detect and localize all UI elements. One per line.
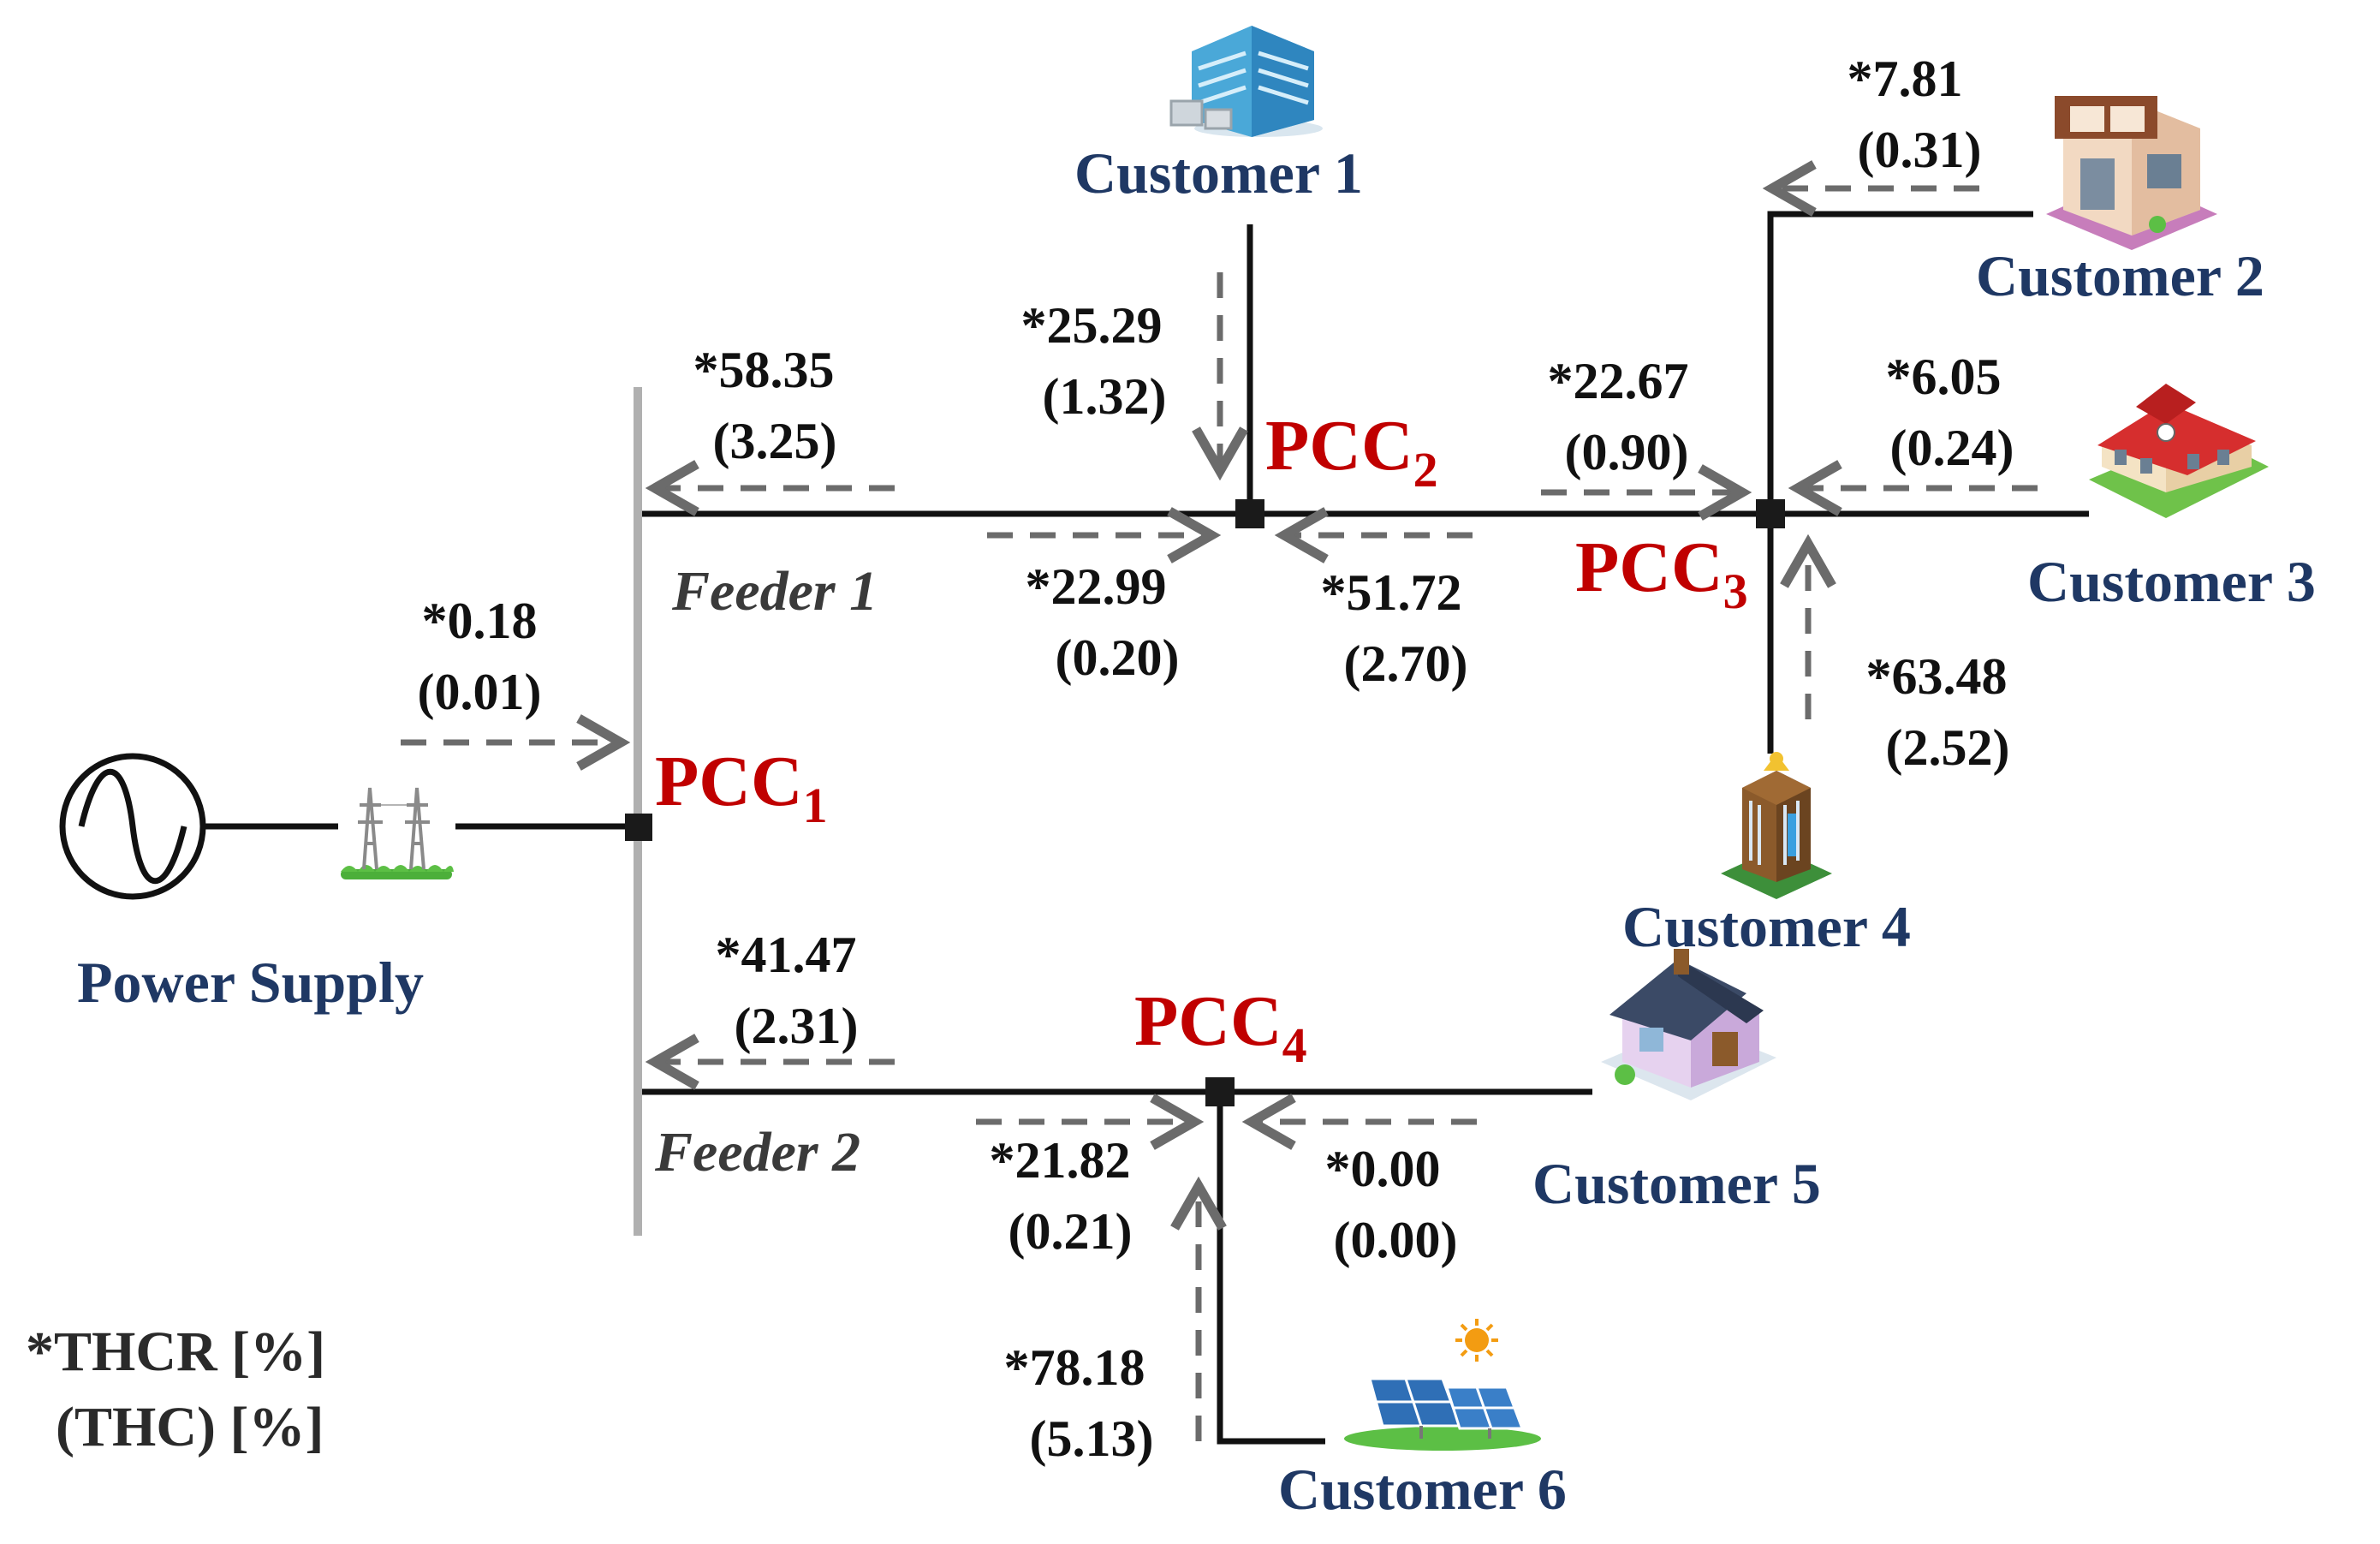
transmission-tower-icon	[341, 787, 454, 879]
office-building-icon	[1169, 26, 1323, 137]
flow-12-thc: (5.13)	[1030, 1410, 1154, 1467]
flow-9-thcr: *41.47	[716, 927, 857, 983]
flow-6-thcr: *7.81	[1847, 51, 1963, 107]
house-icon	[1601, 949, 1776, 1100]
flow-2-thcr: *25.29	[1021, 297, 1163, 354]
power-supply-label: Power Supply	[77, 950, 424, 1015]
ac-source-icon	[59, 753, 206, 900]
flow-8-thc: (2.52)	[1886, 719, 2010, 776]
pcc-4-node	[1205, 1077, 1235, 1106]
customer-4-label: Customer 4	[1622, 894, 1911, 959]
flow-3-thc: (0.20)	[1056, 629, 1180, 686]
flow-11-thcr: *0.00	[1325, 1141, 1441, 1197]
flow-7-thcr: *6.05	[1886, 349, 2002, 405]
pcc-1-label: PCC1	[655, 742, 828, 833]
customer-6-branch	[1217, 1092, 1325, 1445]
flow-0-thcr: *0.18	[422, 593, 538, 649]
flow-10-thcr: *21.82	[990, 1132, 1131, 1189]
customer-6-label: Customer 6	[1278, 1457, 1567, 1522]
solar-panel-icon	[1344, 1319, 1541, 1451]
house-icon	[2046, 96, 2217, 250]
legend-thc: (THC) [%]	[56, 1396, 324, 1458]
flow-1-thc: (3.25)	[713, 413, 837, 469]
customer-2-label: Customer 2	[1976, 243, 2264, 308]
flow-11-thc: (0.00)	[1334, 1212, 1458, 1268]
pcc-2-node	[1235, 499, 1264, 528]
pcc-1-node	[625, 814, 652, 841]
feeder-1-label: Feeder 1	[671, 560, 878, 623]
customer-1-label: Customer 1	[1074, 140, 1363, 206]
pcc-3-node	[1756, 499, 1785, 528]
pcc-3-label: PCC3	[1575, 528, 1748, 619]
flow-5-thcr: *22.67	[1548, 353, 1689, 409]
flow-2-thc: (1.32)	[1043, 368, 1167, 425]
feeder-2-label: Feeder 2	[654, 1121, 860, 1183]
flow-0-thc: (0.01)	[418, 664, 542, 720]
legend-thcr: *THCR [%]	[26, 1320, 325, 1383]
flow-8-thcr: *63.48	[1866, 648, 2008, 705]
flow-1-thcr: *58.35	[693, 342, 835, 398]
skyscraper-icon	[1721, 752, 1832, 899]
flow-7-thc: (0.24)	[1890, 420, 2014, 476]
customer-3-label: Customer 3	[2027, 549, 2316, 614]
flow-3-thcr: *22.99	[1026, 558, 1167, 615]
pcc-4-label: PCC4	[1134, 981, 1307, 1073]
school-building-icon	[2089, 384, 2269, 518]
customer-5-label: Customer 5	[1532, 1151, 1821, 1216]
flow-9-thc: (2.31)	[735, 998, 859, 1054]
pcc-2-label: PCC2	[1265, 406, 1438, 498]
flow-10-thc: (0.21)	[1009, 1203, 1133, 1260]
flow-6-thc: (0.31)	[1858, 122, 1982, 178]
flow-5-thc: (0.90)	[1565, 424, 1689, 480]
flow-4-thc: (2.70)	[1344, 635, 1468, 692]
flow-4-thcr: *51.72	[1321, 564, 1462, 621]
flow-12-thcr: *78.18	[1004, 1339, 1145, 1396]
